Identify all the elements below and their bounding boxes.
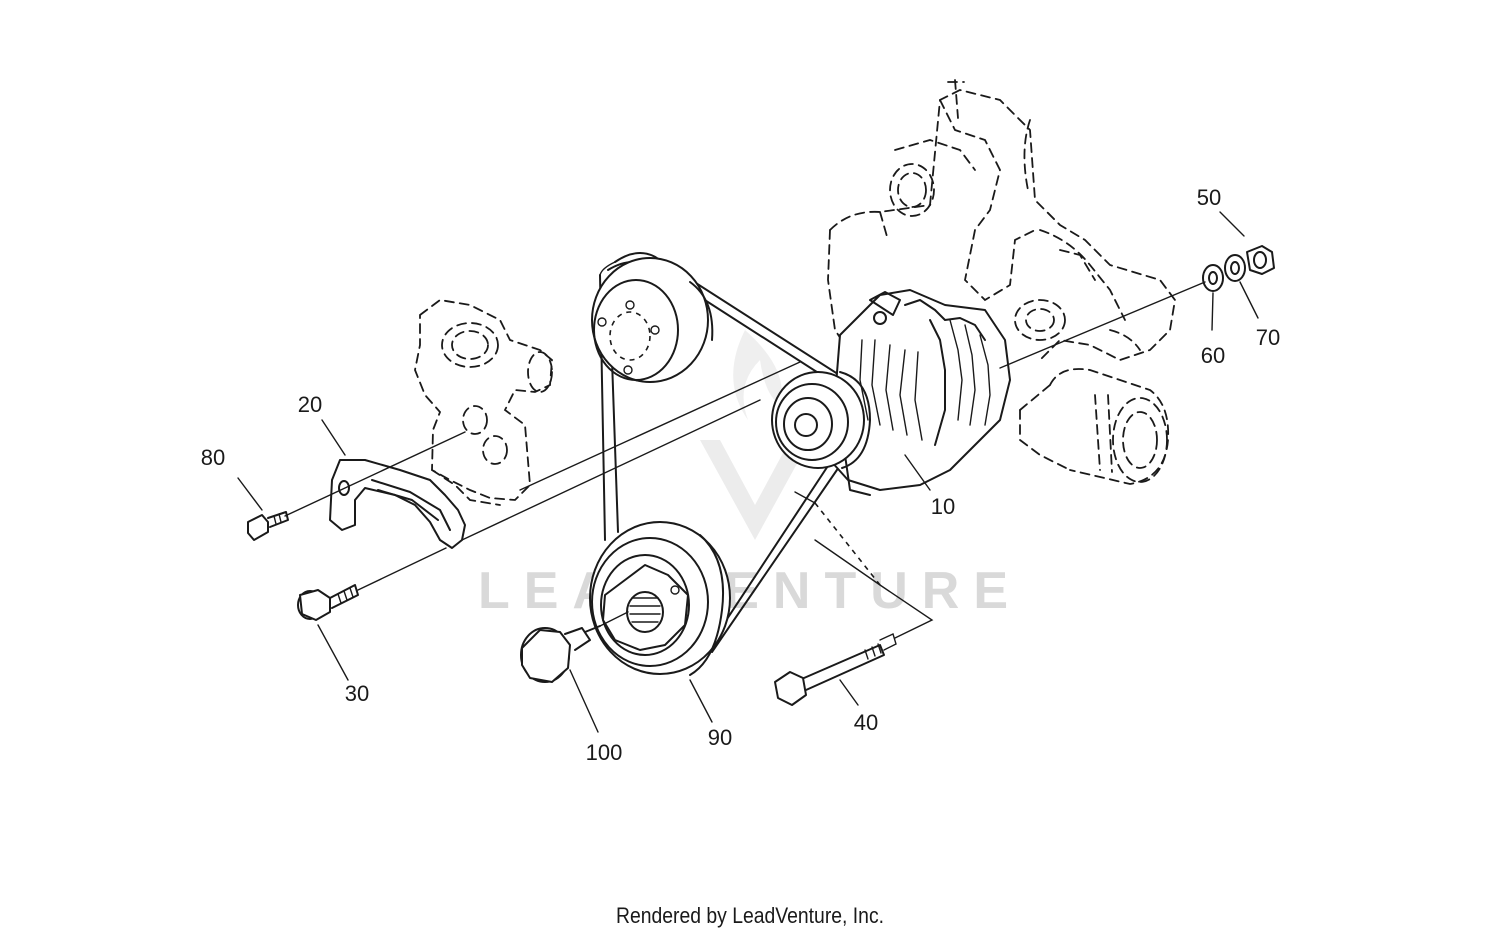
water-pump-pulley: [591, 257, 714, 383]
callout-80: 80: [201, 445, 225, 470]
bolt-80: [247, 511, 289, 541]
watermark-text: LEADVENTURE: [478, 562, 1022, 620]
callout-60: 60: [1201, 343, 1225, 368]
bolt-30: [297, 584, 359, 621]
water-housing: [414, 299, 553, 506]
centerlines: [284, 281, 1206, 639]
washers-and-nut: [1202, 245, 1275, 292]
watermark: LEADVENTURE: [478, 330, 1022, 620]
footer-credit: Rendered by LeadVenture, Inc.: [615, 903, 885, 928]
callout-100: 100: [586, 740, 623, 765]
leader-lines: [237, 211, 1259, 733]
bolt-100: [520, 625, 601, 683]
callout-40: 40: [854, 710, 878, 735]
callout-90: 90: [708, 725, 732, 750]
callout-70: 70: [1256, 325, 1280, 350]
callout-20: 20: [298, 392, 322, 417]
alternator: [771, 289, 1011, 496]
callout-30: 30: [345, 681, 369, 706]
bolt-40: [774, 633, 897, 706]
crank-pulley: [589, 521, 731, 676]
adjusting-bracket: [329, 459, 466, 549]
callout-50: 50: [1197, 185, 1221, 210]
oil-filter: [1019, 368, 1170, 485]
callout-labels: 10 20 30 40 50 60 70 80 90 100: [201, 185, 1280, 765]
callout-10: 10: [931, 494, 955, 519]
